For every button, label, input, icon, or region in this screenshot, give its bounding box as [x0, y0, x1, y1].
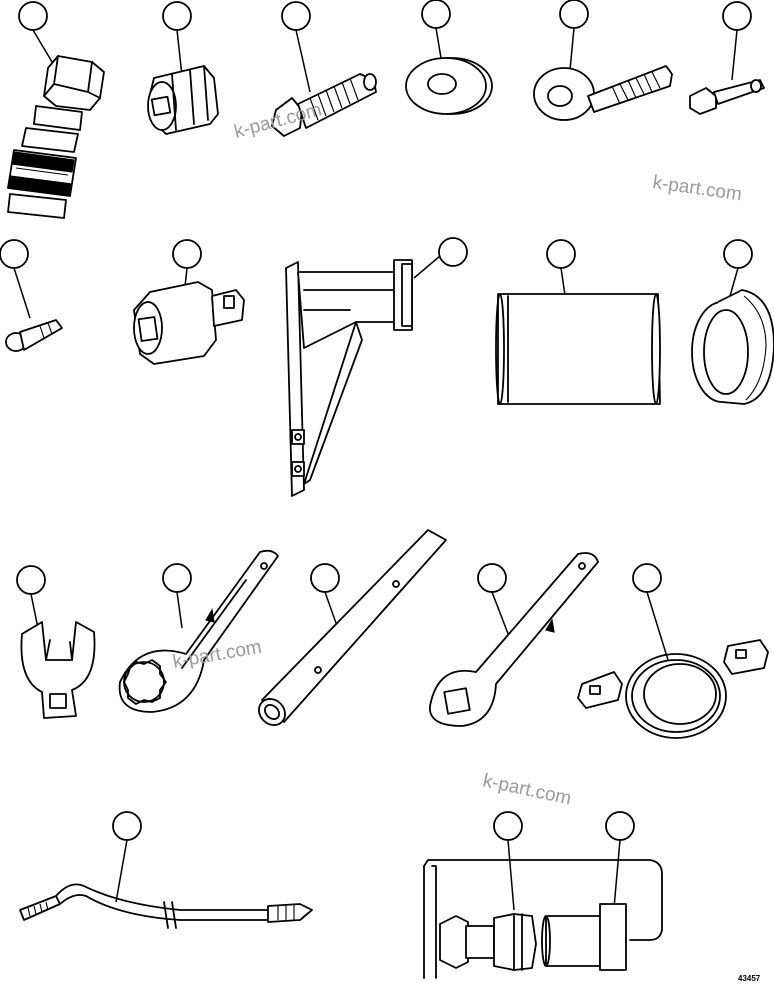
cylindrical-sleeve: [495, 239, 661, 405]
small-adapter-pin: [689, 1, 765, 115]
quick-coupler-fitting: [7, 1, 105, 219]
headed-pin: [0, 239, 63, 352]
support-bracket-fixture: [285, 237, 468, 497]
threaded-stud-bolt: [271, 1, 377, 137]
crowfoot-wrench: [16, 565, 96, 719]
drive-adapter: [133, 239, 245, 365]
flexible-hose-probe: [19, 811, 313, 929]
watermark: k-part.com: [651, 172, 743, 205]
cap-with-handle: [541, 811, 635, 971]
watermark: k-part.com: [481, 770, 573, 809]
square-drive-wrench: [429, 552, 599, 727]
flat-washer: [405, 0, 493, 115]
box-end-wrench: [118, 549, 279, 713]
figure-number: 43457: [738, 974, 761, 983]
square-drive-socket: [147, 1, 219, 135]
watermark: k-part.com: [232, 99, 324, 143]
tubular-bar: [258, 529, 447, 726]
ring-collar: [691, 239, 774, 405]
plug-fitting: [423, 811, 663, 979]
eye-bolt: [533, 0, 673, 121]
data-link-cable: [577, 563, 769, 739]
